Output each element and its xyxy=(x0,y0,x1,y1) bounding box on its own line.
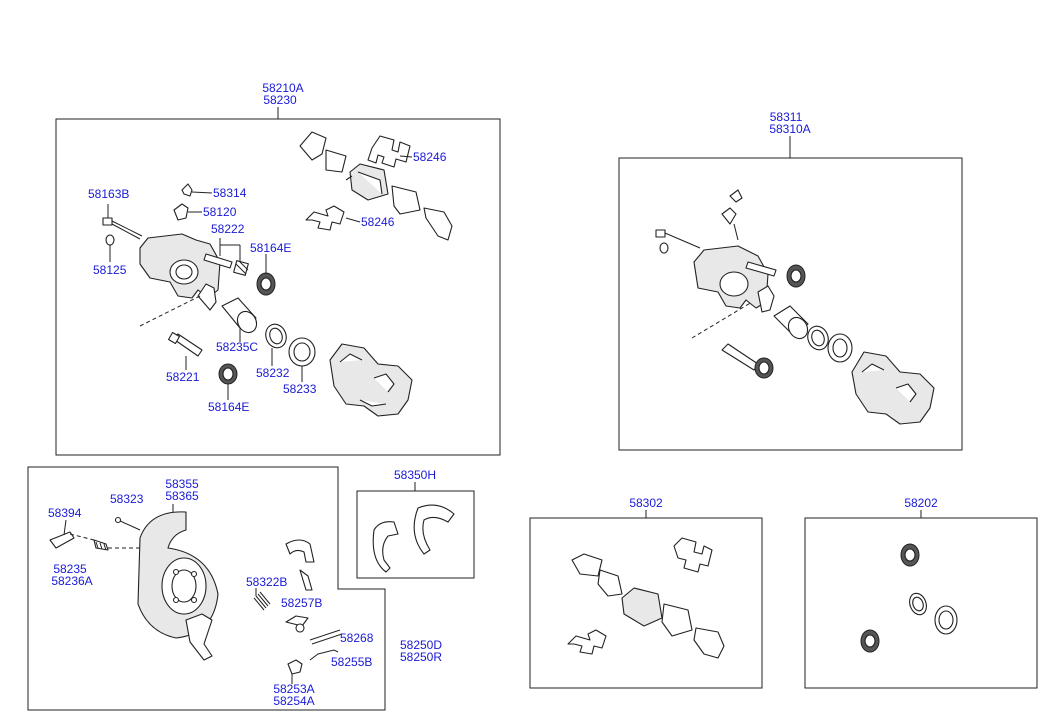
guide-pin-label[interactable]: 58222 xyxy=(211,222,245,236)
bolt-part xyxy=(167,331,203,370)
parking-brake-parts xyxy=(49,504,343,684)
bleeder-cap-label[interactable]: 58314 xyxy=(213,186,247,200)
piston-seal-part xyxy=(265,323,287,366)
bleeder-cap-part xyxy=(173,183,213,221)
pad-kit-title[interactable]: 58302 xyxy=(629,496,663,510)
piston-boot-part xyxy=(288,337,316,382)
caliper-right-title-line-2[interactable]: 58310A xyxy=(769,122,811,136)
cup-label-line-1[interactable]: 58253A xyxy=(273,682,315,696)
spring-lower-label[interactable]: 58255B xyxy=(331,655,373,669)
pad-clip-lower-part xyxy=(305,205,361,231)
piston-part xyxy=(221,297,258,342)
backing-plate-label-line-1[interactable]: 58355 xyxy=(165,477,199,491)
parking-brake-frame xyxy=(27,466,386,711)
strut-label-line-2[interactable]: 58236A xyxy=(51,574,93,588)
caliper-bracket-left-part xyxy=(329,343,413,417)
guide-pin-part xyxy=(203,238,249,276)
guide-rod-boot-label[interactable]: 58120 xyxy=(203,205,237,219)
pad-clip-lower-label[interactable]: 58246 xyxy=(361,215,395,229)
assembly-label-line-1[interactable]: 58250D xyxy=(399,638,443,652)
lever-part xyxy=(49,531,75,549)
pad-kit-parts xyxy=(567,537,725,659)
piston-seal-label[interactable]: 58232 xyxy=(256,366,290,380)
shoe-kit-parts xyxy=(372,504,455,573)
caliper-assembly-left-frame xyxy=(55,118,501,456)
caliper-body-left-part xyxy=(139,233,221,327)
bleeder-washer-label[interactable]: 58125 xyxy=(93,263,127,277)
adjuster-pin-label[interactable]: 58323 xyxy=(110,492,144,506)
boot-lower-part xyxy=(218,363,238,400)
hold-down-label[interactable]: 58257B xyxy=(281,596,323,610)
piston-label[interactable]: 58235C xyxy=(216,340,259,354)
caliper-left-title-line-2[interactable]: 58230 xyxy=(263,93,297,107)
spring-upper-label[interactable]: 58268 xyxy=(340,631,374,645)
boot-right-part xyxy=(256,254,276,296)
pad-clip-upper-part xyxy=(367,135,413,168)
strut-label-line-1[interactable]: 58235 xyxy=(53,562,87,576)
caliper-left-title-line-1[interactable]: 58210A xyxy=(262,81,304,95)
shoe-kit-title[interactable]: 58350H xyxy=(393,468,437,482)
bleeder-screw-label[interactable]: 58163B xyxy=(88,187,130,201)
seal-kit-parts xyxy=(860,543,958,653)
caliper-assembly-right-parts xyxy=(655,189,935,425)
seal-kit-title[interactable]: 58202 xyxy=(904,496,938,510)
assembly-label-line-2[interactable]: 58250R xyxy=(399,650,443,664)
piston-boot-label[interactable]: 58233 xyxy=(283,382,317,396)
cup-label-line-2[interactable]: 58254A xyxy=(273,694,315,708)
bleeder-screw-part xyxy=(102,204,143,262)
boot-lower-label[interactable]: 58164E xyxy=(208,400,250,414)
lever-label[interactable]: 58394 xyxy=(48,506,82,520)
brake-pads-left-part xyxy=(299,131,453,241)
boot-right-label[interactable]: 58164E xyxy=(250,241,292,255)
bolt-label[interactable]: 58221 xyxy=(166,370,200,384)
caliper-right-title-line-1[interactable]: 58311 xyxy=(769,110,803,124)
backing-plate-label-line-2[interactable]: 58365 xyxy=(165,489,199,503)
spring-label[interactable]: 58322B xyxy=(246,575,288,589)
pad-clip-upper-label[interactable]: 58246 xyxy=(413,150,447,164)
